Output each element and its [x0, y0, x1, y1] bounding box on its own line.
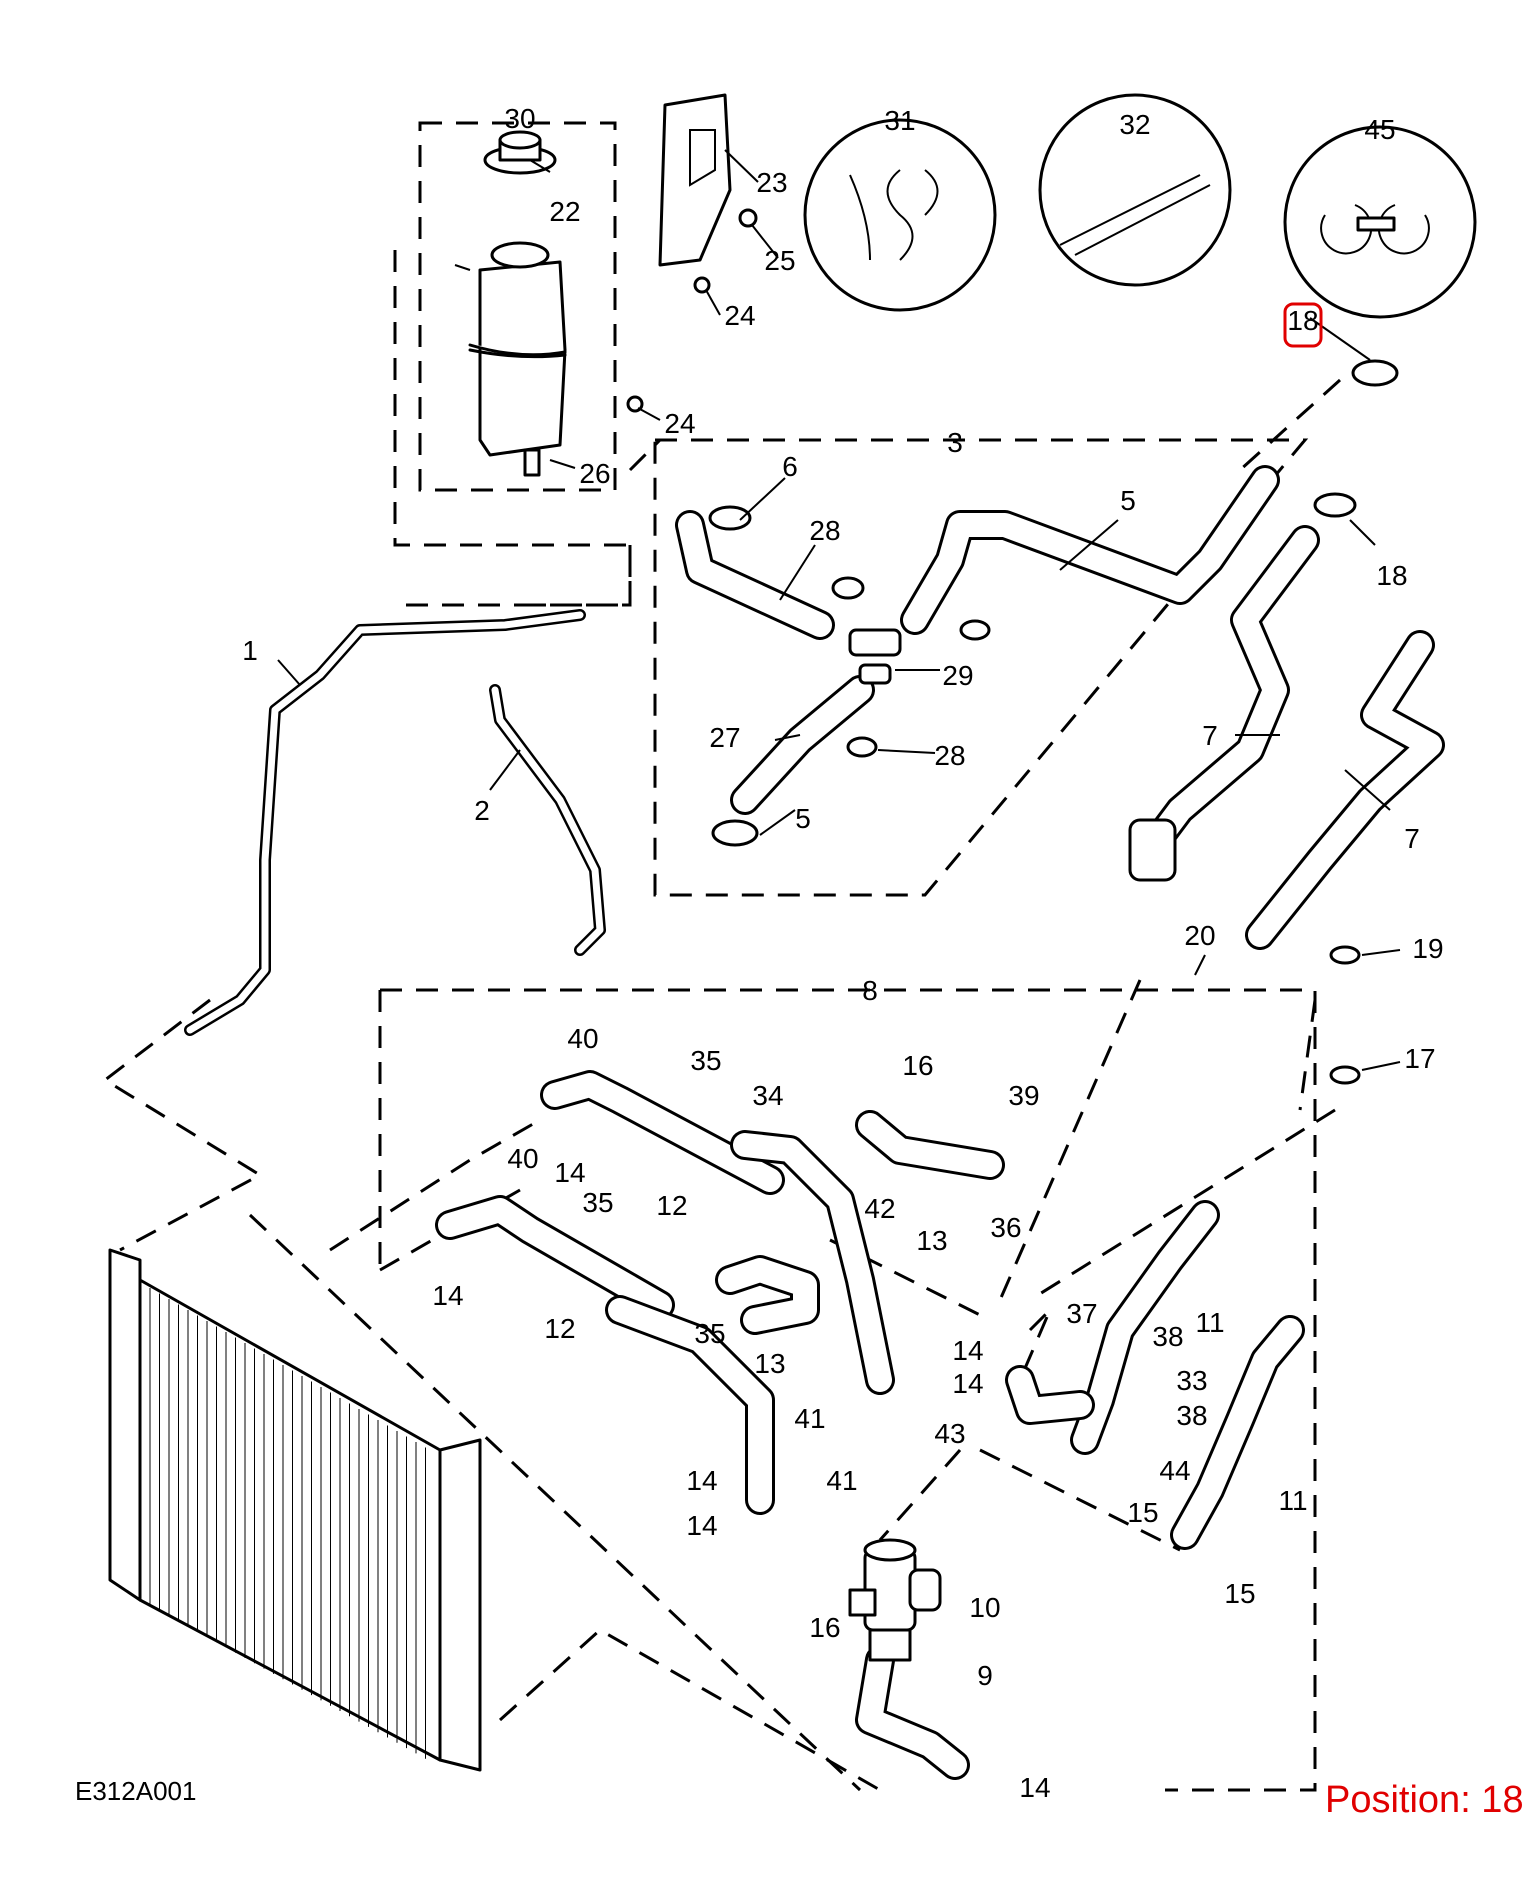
- callout-12: 12: [544, 1313, 575, 1344]
- thermostat-housing: [848, 1538, 942, 1662]
- callout-22: 23: [756, 167, 787, 198]
- callout-27: 28: [809, 515, 840, 546]
- callout-5: 5: [795, 803, 811, 834]
- pipe-1: [184, 609, 586, 1036]
- callout-13: 13: [754, 1348, 785, 1379]
- callout-9: 9: [977, 1660, 993, 1691]
- callout-18-highlighted: 18: [1287, 305, 1318, 336]
- callout-35: 35: [582, 1187, 613, 1218]
- callout-15: 15: [1224, 1578, 1255, 1609]
- callout-14: 14: [686, 1510, 717, 1541]
- callout-10: 10: [969, 1592, 1000, 1623]
- callout-32: 32: [1119, 109, 1150, 140]
- callout-2: 2: [474, 795, 490, 826]
- callout-36: 36: [990, 1212, 1021, 1243]
- callout-14: 14: [554, 1157, 585, 1188]
- highlight-box-18: [1283, 302, 1323, 348]
- callout-40: 40: [567, 1023, 598, 1054]
- callout-14: 14: [952, 1368, 983, 1399]
- callout-35: 35: [690, 1045, 721, 1076]
- tank-bracket: [658, 93, 758, 294]
- callout-38: 38: [1176, 1400, 1207, 1431]
- callout-20: 20: [1184, 920, 1215, 951]
- callout-6: 6: [782, 451, 798, 482]
- callout-14: 14: [1019, 1772, 1050, 1803]
- callout-1: 1: [242, 635, 258, 666]
- callout-17: 17: [1404, 1043, 1435, 1074]
- callout-24: 24: [724, 300, 755, 331]
- callout-16: 16: [902, 1050, 933, 1081]
- callout-25: 26: [579, 458, 610, 489]
- drawing-code: E312A001: [75, 1776, 196, 1806]
- callout-13: 13: [916, 1225, 947, 1256]
- callout-38: 38: [1152, 1321, 1183, 1352]
- callout-18: 18: [1376, 560, 1407, 591]
- callout-43: 43: [934, 1418, 965, 1449]
- callout-30: 30: [504, 103, 535, 134]
- detail-circles: [803, 93, 1477, 319]
- callout-37: 37: [1066, 1298, 1097, 1329]
- callout-21: 22: [549, 196, 580, 227]
- callout-3: 3: [947, 427, 963, 458]
- callout-40: 40: [507, 1143, 538, 1174]
- leader-lines: [277, 149, 1401, 1071]
- callout-45: 45: [1364, 114, 1395, 145]
- callout-23: 24: [664, 408, 695, 439]
- callout-19: 19: [1412, 933, 1443, 964]
- radiator: [108, 1248, 482, 1772]
- callout-labels: 30 22 23 25 24 24 26 31 32 45 18 18 3 6 …: [242, 103, 1443, 1803]
- callout-29: 29: [942, 660, 973, 691]
- radiator-fins: [149, 1288, 426, 1759]
- callout-41: 41: [794, 1403, 825, 1434]
- callout-42: 42: [864, 1193, 895, 1224]
- callout-4: 5: [1120, 485, 1136, 516]
- position-label: Position: 18: [1325, 1779, 1524, 1821]
- pipe-2: [489, 684, 606, 956]
- callout-34: 34: [752, 1080, 783, 1111]
- callout-8: 8: [862, 975, 878, 1006]
- callout-24: 25: [764, 245, 795, 276]
- callout-7: 7: [1202, 720, 1218, 751]
- callout-12: 12: [656, 1190, 687, 1221]
- callout-35: 35: [694, 1318, 725, 1349]
- callout-14: 14: [952, 1335, 983, 1366]
- lower-hoses: [435, 1070, 1305, 1780]
- callout-26: 27: [709, 722, 740, 753]
- callout-33: 33: [1176, 1365, 1207, 1396]
- group-boundaries: [102, 121, 1342, 1792]
- callout-11: 11: [1278, 1485, 1307, 1516]
- callout-41: 41: [826, 1465, 857, 1496]
- callout-31: 31: [884, 105, 915, 136]
- callout-14: 14: [432, 1280, 463, 1311]
- callout-15: 15: [1127, 1497, 1158, 1528]
- upper-hoses: [675, 465, 1445, 950]
- callout-16: 16: [809, 1612, 840, 1643]
- expansion-tank: [454, 241, 567, 477]
- filler-cap: [483, 130, 557, 175]
- callout-7: 7: [1404, 823, 1420, 854]
- callout-14: 14: [686, 1465, 717, 1496]
- clamps: [708, 359, 1399, 1085]
- callout-11: 11: [1195, 1307, 1224, 1338]
- callout-44: 44: [1159, 1455, 1190, 1486]
- callout-39: 39: [1008, 1080, 1039, 1111]
- callout-28: 28: [934, 740, 965, 771]
